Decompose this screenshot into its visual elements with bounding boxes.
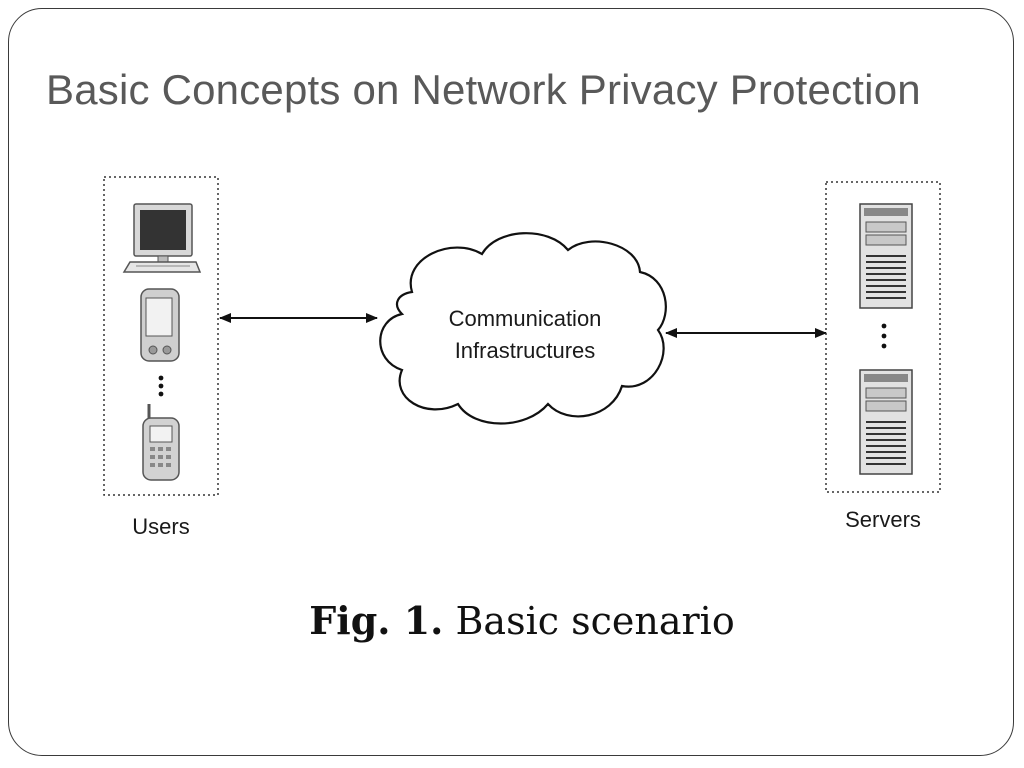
users-label: Users <box>132 514 189 539</box>
figure-caption: Fig. 1. Basic scenario <box>0 598 1024 643</box>
cloud-label-line1: Communication <box>449 306 602 331</box>
figure-number: Fig. 1. <box>309 598 444 643</box>
desktop-computer-icon <box>122 203 202 273</box>
pda-icon <box>140 288 180 362</box>
communication-cloud: Communication Infrastructures <box>379 232 667 425</box>
server-tower-icon <box>859 369 913 475</box>
servers-group-box <box>825 181 941 493</box>
figure-caption-text: Basic scenario <box>455 599 735 643</box>
servers-label: Servers <box>845 507 921 532</box>
server-ellipsis-dots <box>881 323 887 349</box>
ellipsis-dots <box>158 375 164 397</box>
server-tower-icon <box>859 203 913 309</box>
cloud-label-line2: Infrastructures <box>455 338 596 363</box>
users-group-box <box>103 176 219 496</box>
mobile-phone-icon <box>142 404 180 481</box>
slide-title: Basic Concepts on Network Privacy Protec… <box>46 66 921 113</box>
